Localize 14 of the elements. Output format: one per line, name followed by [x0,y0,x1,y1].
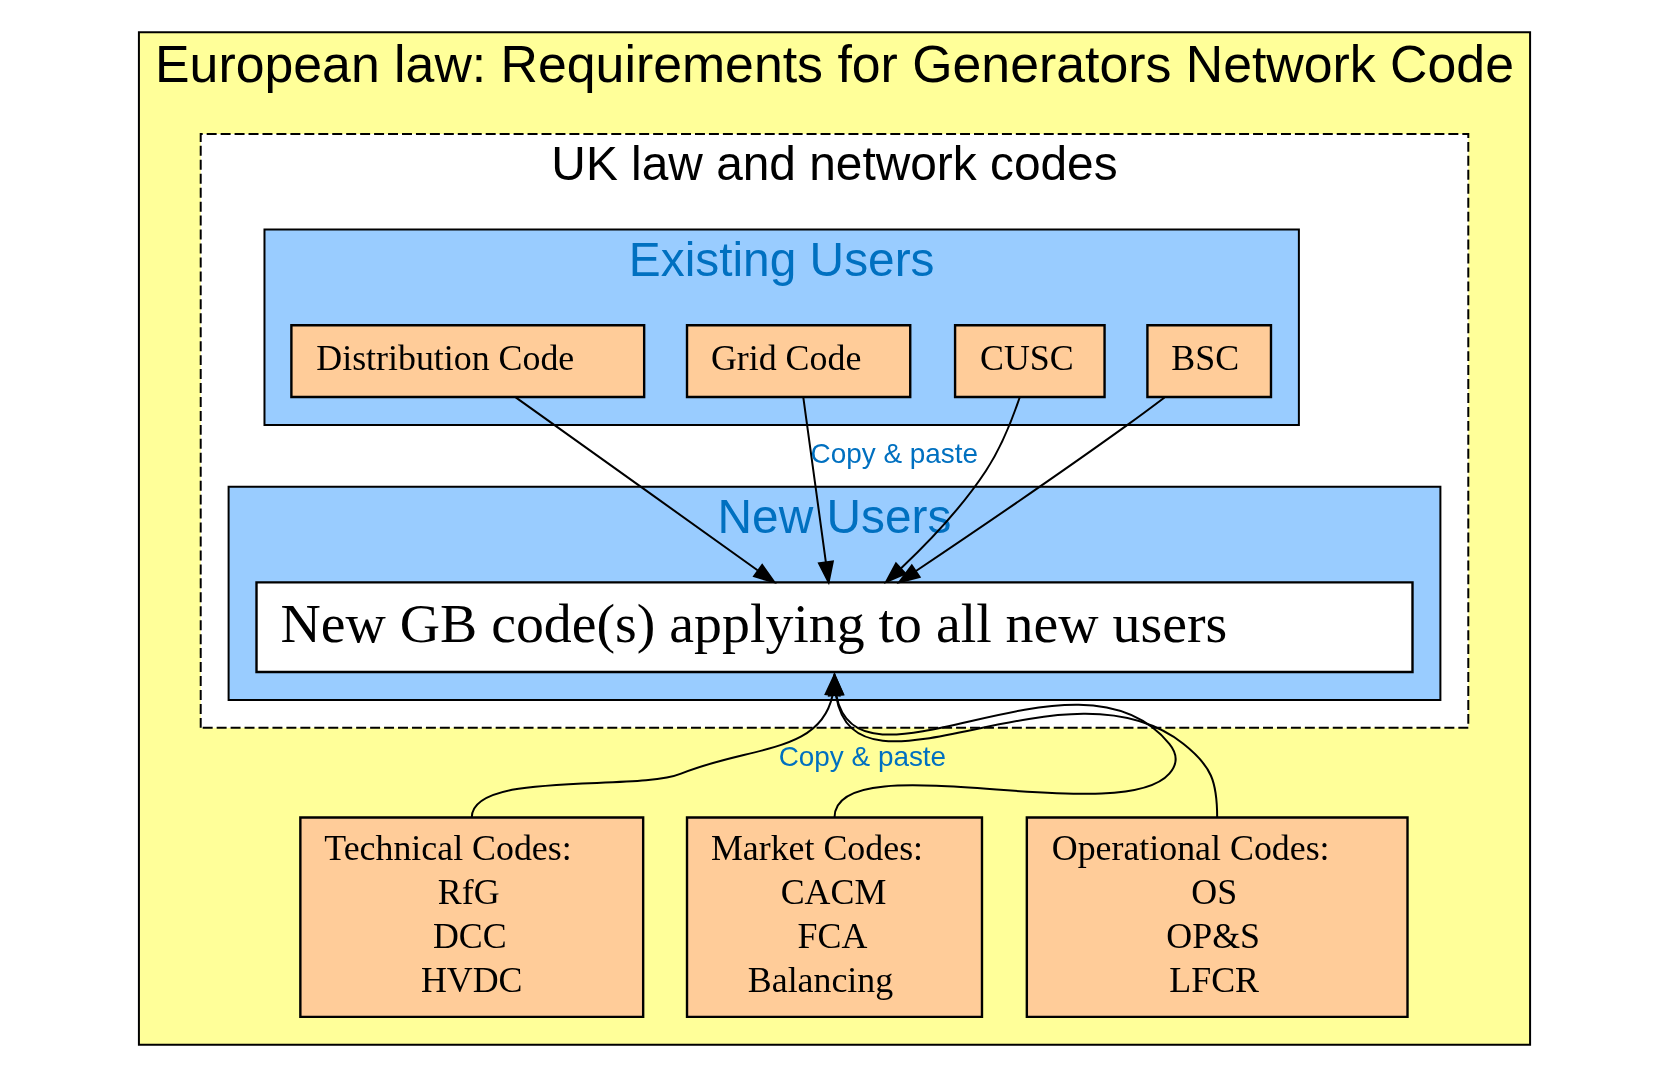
arrow [514,396,777,584]
node-box: New GB code(s) applying to all new users [255,581,1414,674]
node-box: Distribution Code [290,324,646,399]
node-box: Grid Code [685,324,912,399]
arrow [896,396,1166,584]
node-box: BSC [1146,324,1273,399]
edge-label: Copy & paste [778,741,947,773]
edge-label: Copy & paste [810,438,979,470]
node-box: Technical Codes: RfG DCC HVDC [299,816,645,1019]
node-box: CUSC [953,324,1106,399]
arrow [883,396,1021,585]
node-box: Operational Codes: OS OP&S LFCR [1025,816,1409,1019]
arrow [802,396,835,586]
node-box: Market Codes: CACM FCA Balancing [685,816,984,1019]
